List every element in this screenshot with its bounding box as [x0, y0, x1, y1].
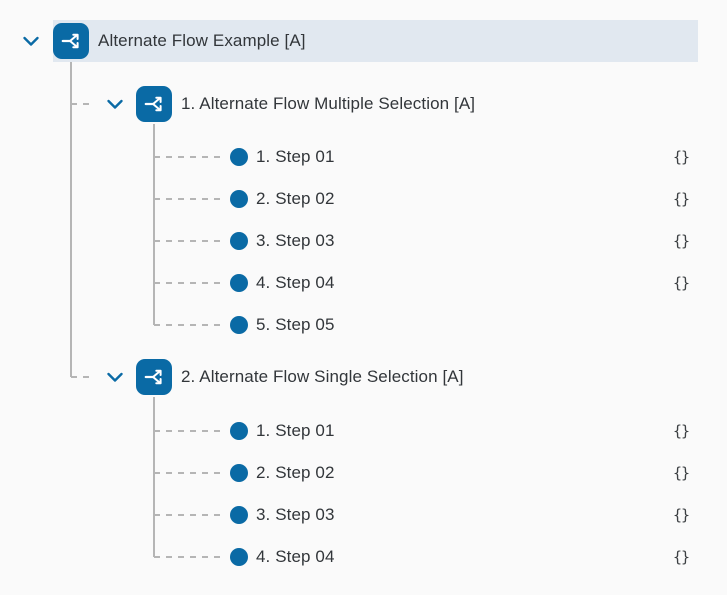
- flow-split-icon[interactable]: [136, 86, 172, 122]
- tree-row-group-2[interactable]: 2. Alternate Flow Single Selection [A]: [0, 356, 727, 398]
- tree-row-step[interactable]: 2. Step 02 {}: [0, 452, 727, 494]
- step-dot-icon[interactable]: [230, 316, 248, 334]
- json-badge[interactable]: {}: [673, 190, 690, 208]
- step-dot-icon[interactable]: [230, 274, 248, 292]
- step-dot-icon[interactable]: [230, 548, 248, 566]
- step-dot-icon[interactable]: [230, 232, 248, 250]
- step-dot-icon[interactable]: [230, 464, 248, 482]
- tree-row-label: 2. Step 02: [256, 463, 335, 482]
- json-badge[interactable]: {}: [673, 506, 690, 524]
- tree-row-label: 3. Step 03: [256, 231, 335, 250]
- json-badge[interactable]: {}: [673, 148, 690, 166]
- tree-row-label: 2. Alternate Flow Single Selection [A]: [181, 367, 464, 386]
- flow-split-icon[interactable]: [136, 359, 172, 395]
- step-dot-icon[interactable]: [230, 422, 248, 440]
- tree-row-label: 5. Step 05: [256, 315, 335, 334]
- tree-row-step[interactable]: 2. Step 02 {}: [0, 178, 727, 220]
- chevron-down-icon[interactable]: [102, 364, 128, 390]
- tree-row-label: 4. Step 04: [256, 273, 335, 292]
- step-dot-icon[interactable]: [230, 506, 248, 524]
- chevron-down-icon[interactable]: [18, 28, 44, 54]
- tree-row-step[interactable]: 4. Step 04 {}: [0, 262, 727, 304]
- tree-row-label: 4. Step 04: [256, 547, 335, 566]
- step-dot-icon[interactable]: [230, 148, 248, 166]
- tree-row-step[interactable]: 5. Step 05: [0, 304, 727, 346]
- json-badge[interactable]: {}: [673, 232, 690, 250]
- tree-row-step[interactable]: 3. Step 03 {}: [0, 220, 727, 262]
- json-badge[interactable]: {}: [673, 274, 690, 292]
- flow-split-icon[interactable]: [53, 23, 89, 59]
- json-badge[interactable]: {}: [673, 422, 690, 440]
- row-selection-highlight: [53, 20, 698, 62]
- tree-row-label: 3. Step 03: [256, 505, 335, 524]
- json-badge[interactable]: {}: [673, 548, 690, 566]
- tree-row-label: 1. Alternate Flow Multiple Selection [A]: [181, 94, 476, 113]
- tree-row-label: 1. Step 01: [256, 147, 335, 166]
- tree-row-label: Alternate Flow Example [A]: [98, 31, 306, 50]
- tree-row-root[interactable]: Alternate Flow Example [A]: [0, 20, 727, 62]
- tree-row-step[interactable]: 3. Step 03 {}: [0, 494, 727, 536]
- tree-row-step[interactable]: 1. Step 01 {}: [0, 136, 727, 178]
- tree-row-step[interactable]: 1. Step 01 {}: [0, 410, 727, 452]
- tree-row-label: 2. Step 02: [256, 189, 335, 208]
- json-badge[interactable]: {}: [673, 464, 690, 482]
- chevron-down-icon[interactable]: [102, 91, 128, 117]
- tree-row-group-1[interactable]: 1. Alternate Flow Multiple Selection [A]: [0, 83, 727, 125]
- tree-row-label: 1. Step 01: [256, 421, 335, 440]
- tree-row-step[interactable]: 4. Step 04 {}: [0, 536, 727, 578]
- step-dot-icon[interactable]: [230, 190, 248, 208]
